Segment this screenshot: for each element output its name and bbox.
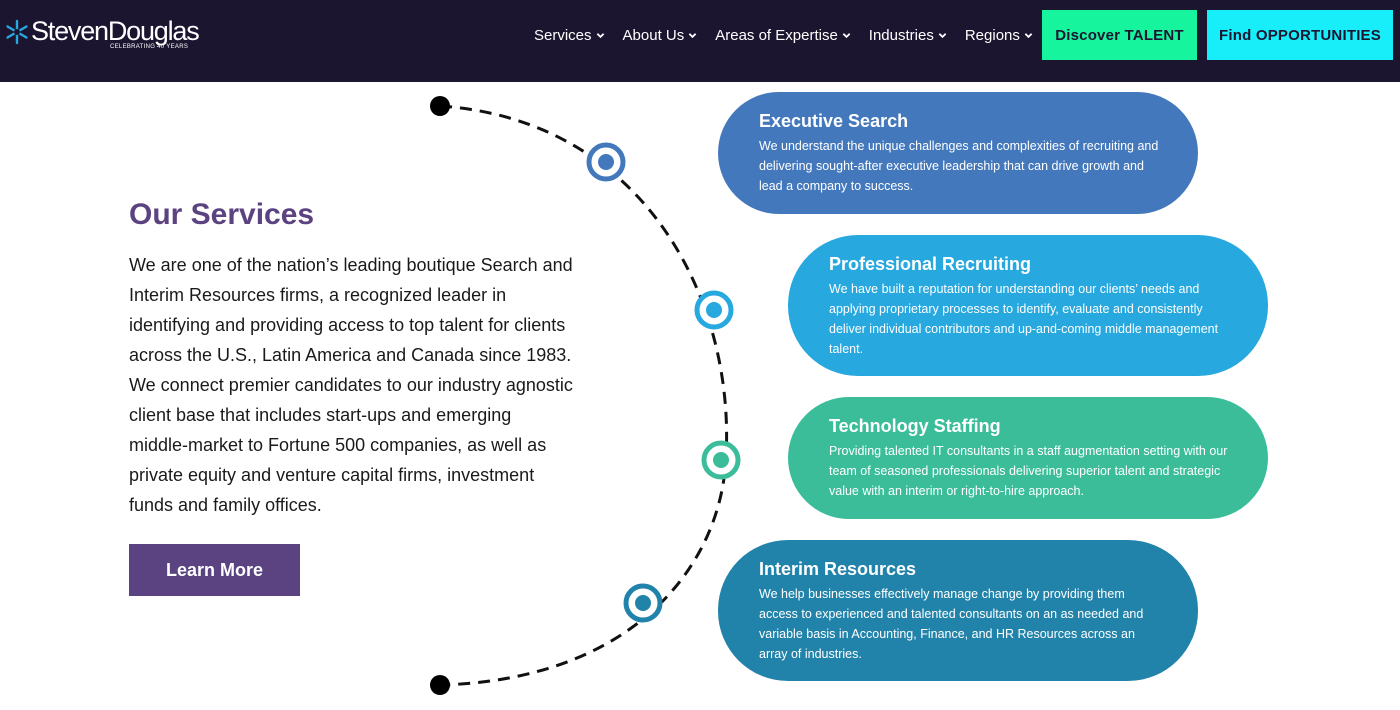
site-header: StevenDouglas CELEBRATING 40 YEARS Servi… — [0, 0, 1400, 82]
service-text: We understand the unique challenges and … — [759, 139, 1159, 193]
nav-item-regions[interactable]: Regions — [965, 27, 1033, 44]
marker-executive-search — [586, 142, 626, 182]
learn-more-button[interactable]: Learn More — [129, 544, 300, 596]
service-text: We have built a reputation for understan… — [829, 282, 1219, 356]
discover-talent-button[interactable]: Discover TALENT — [1042, 10, 1197, 60]
section-title: Our Services — [129, 198, 315, 231]
marker-interim-resources — [623, 583, 663, 623]
chevron-down-icon — [1024, 32, 1033, 38]
nav-item-label: Services — [534, 26, 592, 44]
service-title: Professional Recruiting — [829, 254, 1032, 274]
chevron-down-icon — [938, 32, 947, 38]
service-title: Executive Search — [759, 111, 909, 131]
chevron-down-icon — [688, 32, 697, 38]
logo[interactable]: StevenDouglas CELEBRATING 40 YEARS — [4, 14, 214, 60]
find-opportunities-button[interactable]: Find OPPORTUNITIES — [1207, 10, 1393, 60]
nav-item-industries[interactable]: Industries — [869, 27, 947, 44]
chevron-down-icon — [596, 32, 604, 38]
logo-tagline: CELEBRATING 40 YEARS — [110, 44, 189, 50]
nav-item-services[interactable]: Services — [534, 27, 605, 44]
dashed-arc-path — [439, 104, 729, 687]
arc-end-dot — [430, 96, 450, 116]
nav-item-label: Areas of Expertise — [715, 26, 838, 44]
arc-end-dot — [430, 675, 450, 695]
nav-item-about-us[interactable]: About Us — [623, 27, 698, 44]
section-description: We are one of the nation’s leading bouti… — [129, 255, 573, 515]
service-title: Interim Resources — [759, 559, 917, 579]
nav-item-label: Industries — [868, 26, 934, 44]
service-text: We help businesses effectively manage ch… — [759, 587, 1144, 661]
nav-item-label: About Us — [622, 26, 685, 44]
timeline-arc — [430, 96, 741, 695]
service-card-interim-resources[interactable]: Interim Resources We help businesses eff… — [718, 540, 1198, 681]
service-card-professional-recruiting[interactable]: Professional Recruiting We have built a … — [788, 235, 1268, 376]
service-card-executive-search[interactable]: Executive Search We understand the uniqu… — [718, 92, 1198, 214]
nav-item-label: Regions — [964, 26, 1020, 44]
main-nav: Services About Us Areas of Expertise Ind… — [534, 0, 1051, 70]
nav-item-areas-of-expertise[interactable]: Areas of Expertise — [715, 27, 851, 44]
chevron-down-icon — [842, 32, 851, 38]
service-text: Providing talented IT consultants in a s… — [829, 444, 1228, 498]
service-card-technology-staffing[interactable]: Technology Staffing Providing talented I… — [788, 397, 1268, 519]
marker-professional-recruiting — [694, 290, 734, 330]
service-title: Technology Staffing — [829, 416, 1001, 436]
logo-text: StevenDouglas — [31, 16, 200, 46]
marker-technology-staffing — [701, 440, 741, 480]
star-logo-icon — [6, 19, 28, 45]
